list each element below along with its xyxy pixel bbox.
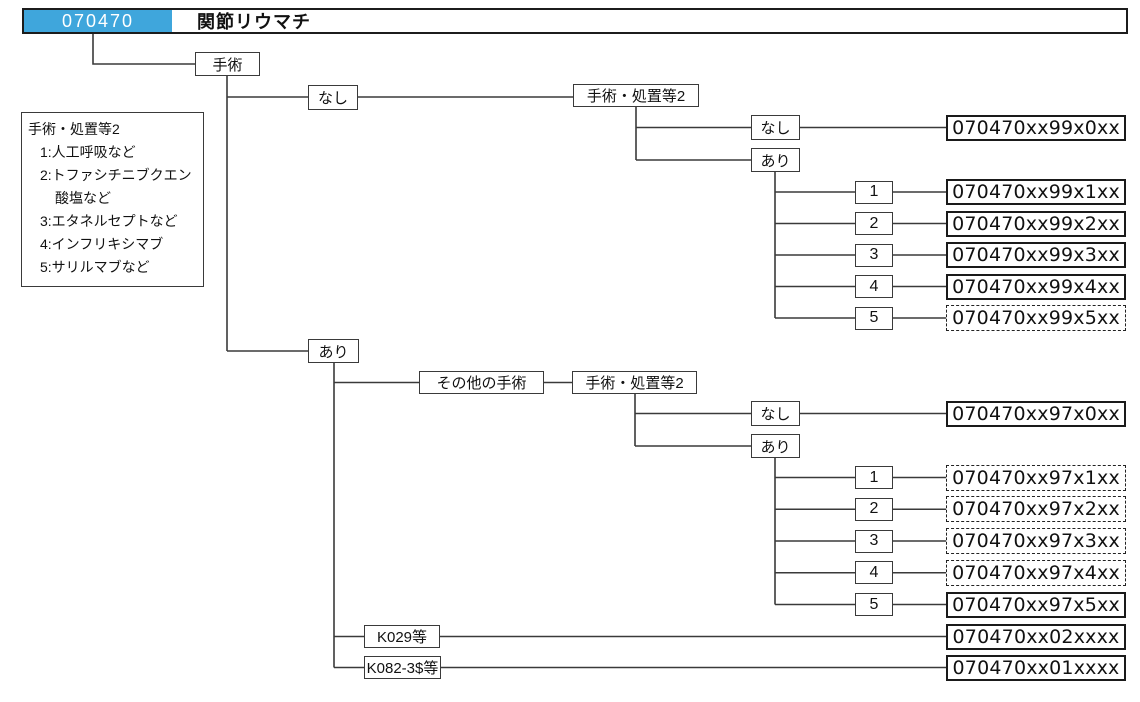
level-box: 2: [855, 212, 893, 235]
dpc-code: 070470xx99x5xx: [946, 305, 1126, 331]
dpc-code: 070470xx99x4xx: [946, 273, 1126, 300]
node-k082: K082-3$等: [364, 656, 441, 679]
dpc-code: 070470xx97x5xx: [946, 591, 1126, 618]
legend-item: 3:エタネルセプトなど: [40, 213, 178, 229]
dpc-code: 070470xx99x3xx: [946, 242, 1126, 268]
header-bar: 070470 関節リウマチ: [22, 8, 1128, 34]
node-other-surgery: その他の手術: [419, 371, 544, 394]
node-proc-group1: 手術・処置等2: [573, 84, 699, 107]
dpc-code: 070470xx02xxxx: [946, 623, 1126, 650]
level-box: 5: [855, 593, 893, 616]
legend-item: 2:トファシチニブクエン: [40, 167, 192, 183]
dpc-code: 070470xx97x2xx: [946, 496, 1126, 523]
mdc-code-badge: 070470: [24, 10, 172, 32]
dpc-code: 070470xx01xxxx: [946, 654, 1126, 681]
node-proc2-none: なし: [751, 401, 800, 426]
level-box: 1: [855, 180, 893, 204]
legend-item: 5:サリルマブなど: [40, 259, 150, 275]
dpc-code: 070470xx99x0xx: [946, 114, 1126, 141]
legend-title: 手術・処置等2: [28, 121, 120, 137]
dpc-code: 070470xx99x2xx: [946, 210, 1126, 237]
legend-item: 1:人工呼吸など: [40, 144, 136, 160]
dpc-code: 070470xx97x3xx: [946, 528, 1126, 554]
level-box: 5: [855, 306, 893, 330]
node-surgery-yes: あり: [308, 339, 359, 363]
diagnosis-title: 関節リウマチ: [197, 12, 311, 32]
node-surgery-none: なし: [308, 85, 358, 110]
node-proc1-none: なし: [751, 115, 800, 140]
node-k029: K029等: [364, 625, 440, 648]
dpc-code: 070470xx97x1xx: [946, 464, 1126, 491]
node-proc2-yes: あり: [751, 434, 800, 458]
dpc-code: 070470xx99x1xx: [946, 179, 1126, 205]
legend-item: 4:インフリキシマブ: [40, 236, 164, 252]
dpc-code: 070470xx97x0xx: [946, 400, 1126, 427]
node-surgery: 手術: [195, 52, 260, 76]
level-box: 1: [855, 466, 893, 489]
level-box: 2: [855, 497, 893, 521]
node-proc-group2: 手術・処置等2: [572, 371, 697, 394]
level-box: 4: [855, 275, 893, 298]
legend-item-continuation: 酸塩など: [55, 190, 111, 206]
level-box: 3: [855, 529, 893, 553]
legend-box: 手術・処置等2 1:人工呼吸など 2:トファシチニブクエン 酸塩など 3:エタネ…: [21, 112, 204, 287]
level-box: 3: [855, 243, 893, 267]
level-box: 4: [855, 561, 893, 585]
node-proc1-yes: あり: [751, 148, 800, 172]
dpc-code: 070470xx97x4xx: [946, 559, 1126, 586]
